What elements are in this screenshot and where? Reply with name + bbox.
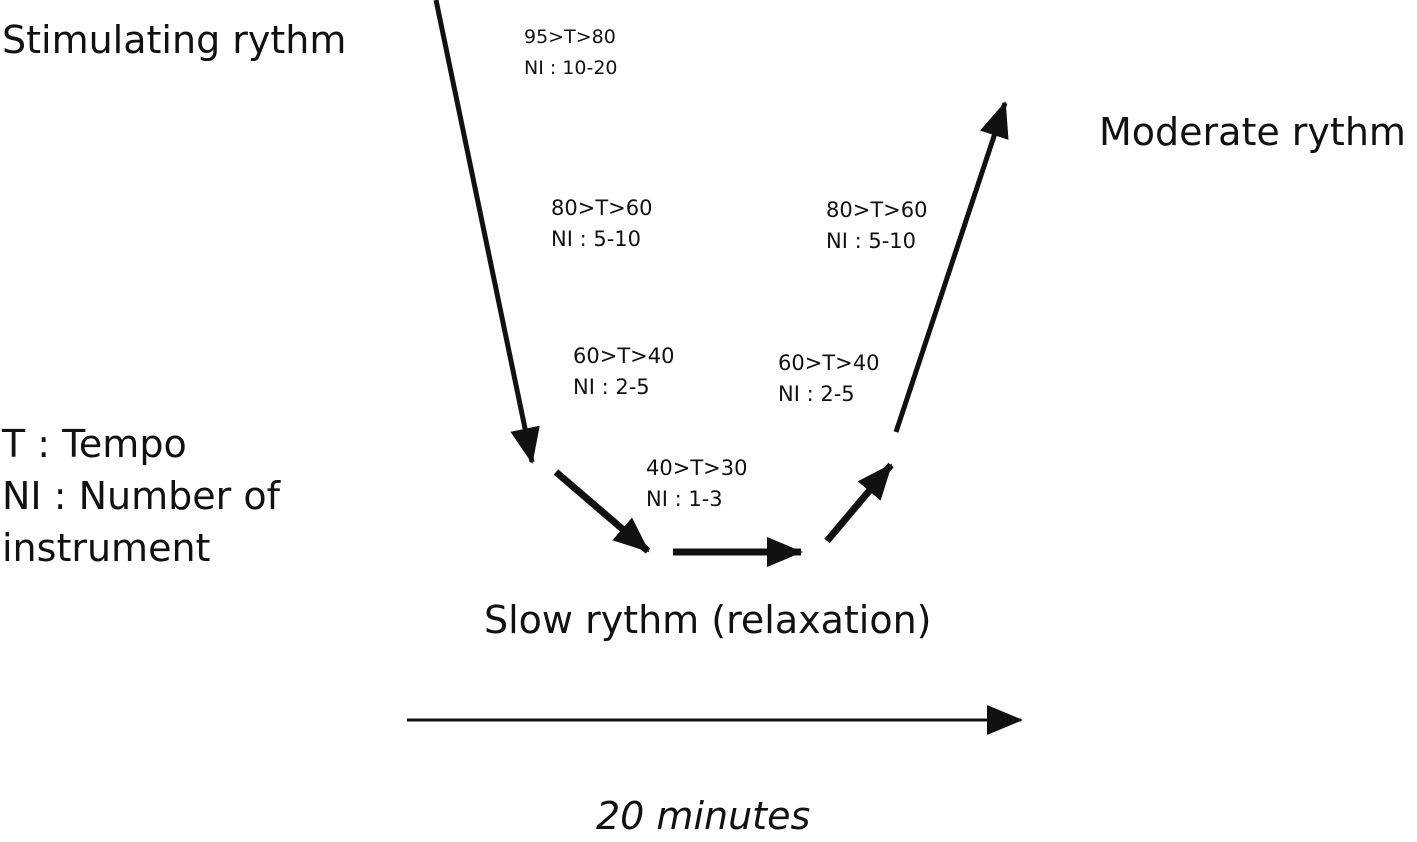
legend: T : Tempo NI : Number of instrument	[2, 418, 280, 574]
phase-tempo: 40>T>30	[646, 456, 748, 480]
phase-tempo: 60>T>40	[573, 344, 675, 368]
legend-instruments-line1: NI : Number of	[2, 474, 280, 518]
phase-label-descent-high: 80>T>60 NI : 5-10	[551, 193, 652, 255]
phase-label-descent-low: 60>T>40 NI : 2-5	[573, 341, 674, 403]
phase-label-ascent-low: 60>T>40 NI : 2-5	[778, 348, 879, 410]
slow-rhythm-label: Slow rythm (relaxation)	[484, 598, 932, 642]
phase-instruments: NI : 5-10	[551, 227, 641, 251]
phase-tempo: 80>T>60	[826, 198, 928, 222]
descent-arrow	[433, 0, 540, 464]
legend-instruments-line2: instrument	[2, 526, 211, 570]
phase-label-stimulating: 95>T>80 NI : 10-20	[524, 22, 618, 84]
duration-label: 20 minutes	[596, 794, 811, 838]
recovery-arrow	[824, 462, 894, 544]
stimulating-rhythm-label: Stimulating rythm	[2, 18, 347, 62]
phase-instruments: NI : 2-5	[778, 382, 855, 406]
phase-tempo: 95>T>80	[524, 26, 616, 48]
phase-instruments: NI : 5-10	[826, 229, 916, 253]
legend-tempo: T : Tempo	[2, 422, 187, 466]
slowing-arrow	[553, 469, 651, 554]
phase-instruments: NI : 1-3	[646, 487, 723, 511]
phase-label-ascent-high: 80>T>60 NI : 5-10	[826, 195, 927, 257]
phase-label-relaxation: 40>T>30 NI : 1-3	[646, 453, 747, 515]
phase-instruments: NI : 2-5	[573, 375, 650, 399]
phase-tempo: 80>T>60	[551, 196, 653, 220]
phase-instruments: NI : 10-20	[524, 57, 618, 79]
ascent-arrow	[893, 101, 1009, 433]
phase-tempo: 60>T>40	[778, 351, 880, 375]
moderate-rhythm-label: Moderate rythm	[1099, 110, 1406, 154]
